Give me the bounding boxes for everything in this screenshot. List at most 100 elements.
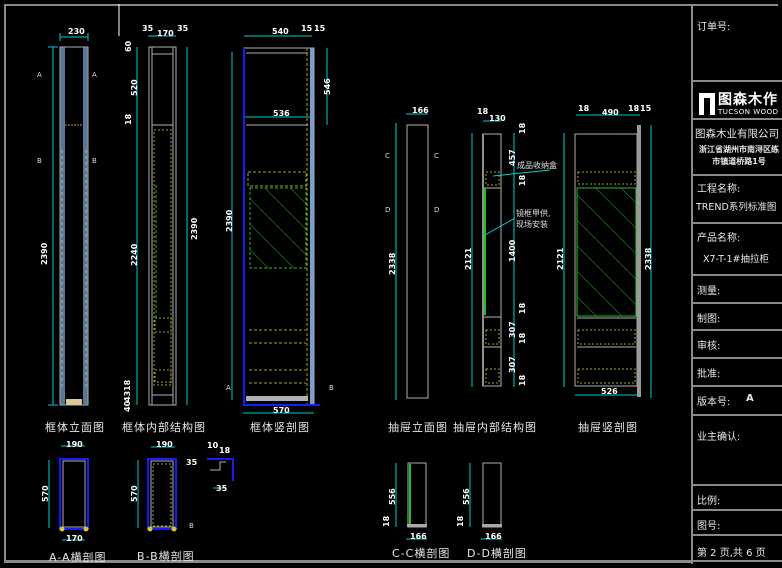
company-logo: 图森木作 TUCSON WOOD [699, 92, 779, 116]
company-name: 图森木业有限公司 [695, 128, 779, 140]
dim-bb-detail-35a: 35 [186, 458, 198, 467]
drawing-no-cell[interactable]: 图号: [693, 511, 782, 536]
caption-section-cc: C-C横剖图 [392, 547, 451, 560]
caption-section-bb: B-B横剖图 [137, 550, 195, 563]
dim-frame-int-18b: 18 [123, 379, 132, 391]
drawer-elevation-view [395, 113, 429, 400]
note-storage-box: 成品收纳盒 [517, 161, 557, 170]
scale-cell[interactable]: 比例: [693, 486, 782, 511]
frame-elevation-view [48, 33, 89, 406]
dim-drawer-int-s6: 18 [518, 332, 527, 344]
section-cc-view [395, 462, 427, 540]
drawer-internal-view [471, 120, 551, 387]
section-mark-b-left: B [37, 157, 42, 165]
section-mark-b-frame-sec: B [329, 384, 334, 392]
product-name-value: X7-T-1#抽拉柜 [703, 254, 769, 265]
dim-aa-top: 190 [66, 440, 83, 449]
dim-drawer-int-s7: 307 [508, 356, 517, 373]
dim-drawer-sec-18a: 18 [578, 104, 590, 113]
logo-text-en: TUCSON WOOD [718, 108, 779, 116]
caption-drawer-section: 抽屉竖剖图 [578, 421, 638, 434]
caption-frame-internal: 框体内部结构图 [122, 421, 206, 434]
dim-frame-sec-bottom: 570 [273, 406, 290, 415]
owner-confirm-label: 业主确认: [697, 432, 741, 443]
dim-drawer-sec-bottom: 526 [601, 387, 618, 396]
dim-frame-int-2240: 2240 [130, 243, 139, 266]
company-cell: 图森木业有限公司 浙江省湖州市南浔区练市镇道桥路1号 [693, 120, 782, 176]
dim-frame-int-height: 2390 [190, 217, 199, 240]
dim-drawer-sec-15: 15 [640, 104, 652, 113]
section-dd-view [469, 462, 502, 540]
dim-drawer-int-s1: 457 [508, 149, 517, 166]
caption-drawer-elevation: 抽屉立面图 [388, 421, 448, 434]
dim-drawer-int-s4: 18 [518, 302, 527, 314]
caption-section-aa: A-A横剖图 [49, 551, 107, 564]
dim-drawer-sec-18b: 18 [628, 104, 640, 113]
survey-label: 测量: [697, 286, 721, 297]
section-bb-view [137, 446, 234, 532]
product-cell: 产品名称: X7-T-1#抽拉柜 [693, 224, 782, 276]
dim-drawer-int-s3: 1400 [508, 239, 517, 262]
frame-section-view [231, 35, 328, 414]
dim-drawer-int-s8: 18 [518, 374, 527, 386]
dim-drawer-int-s5: 307 [508, 321, 517, 338]
dim-bb-top: 190 [156, 440, 173, 449]
dim-frame-int-60: 60 [124, 40, 133, 52]
dim-aa-height: 570 [41, 485, 50, 502]
section-mark-c-left: C [385, 152, 390, 160]
dim-drawer-elev-width: 166 [412, 106, 429, 115]
section-mark-c-right: C [434, 152, 439, 160]
page-info: 第 2 页,共 6 页 [697, 548, 766, 559]
section-mark-d-left: D [385, 206, 391, 214]
review-cell[interactable]: 审核: [693, 331, 782, 359]
dim-bb-detail-18: 18 [219, 446, 231, 455]
dim-frame-int-18: 18 [124, 113, 133, 125]
dim-frame-int-left: 35 [142, 24, 154, 33]
project-name-value: TREND系列标准图 [696, 202, 777, 213]
dim-cc-bottom: 18 [382, 515, 391, 527]
version-value: A [746, 393, 754, 404]
dim-frame-int-40: 40 [123, 400, 132, 412]
product-name-label: 产品名称: [697, 233, 741, 244]
dim-frame-sec-546: 546 [323, 78, 332, 95]
project-cell: 工程名称: TREND系列标准图 [693, 176, 782, 224]
frame-internal-view [136, 35, 188, 406]
dim-frame-sec-inner: 536 [273, 109, 290, 118]
section-mark-b-right: B [92, 157, 97, 165]
dim-frame-sec-15a: 15 [301, 24, 313, 33]
approve-cell[interactable]: 批准: [693, 359, 782, 387]
survey-cell[interactable]: 测量: [693, 276, 782, 304]
draw-label: 制图: [697, 314, 721, 325]
approve-label: 批准: [697, 369, 721, 380]
dim-frame-elev-width: 230 [68, 27, 85, 36]
dim-drawer-elev-height: 2338 [388, 252, 397, 275]
order-no-cell[interactable]: 订单号: [693, 4, 782, 82]
project-name-label: 工程名称: [697, 184, 741, 195]
draw-cell[interactable]: 制图: [693, 304, 782, 331]
section-mark-a-left: A [37, 71, 42, 79]
dim-dd-bottom: 18 [456, 515, 465, 527]
owner-confirm-cell[interactable]: 业主确认: [693, 416, 782, 486]
version-cell[interactable]: 版本号: A [693, 387, 782, 416]
logo-cell: 图森木作 TUCSON WOOD [693, 82, 782, 120]
dim-drawer-int-height: 2121 [464, 247, 473, 270]
dim-cc-height: 556 [388, 488, 397, 505]
dim-drawer-int-s2: 18 [518, 174, 527, 186]
dim-drawer-sec-height-left: 2121 [556, 247, 565, 270]
logo-icon [699, 93, 715, 115]
dim-frame-int-right: 35 [177, 24, 189, 33]
dim-drawer-int-18: 18 [477, 107, 489, 116]
drawing-no-label: 图号: [697, 521, 721, 532]
dim-frame-sec-height: 2390 [225, 209, 234, 232]
dim-frame-int-mid: 170 [157, 29, 174, 38]
dim-cc-width: 166 [410, 532, 427, 541]
dim-dd-width: 166 [485, 532, 502, 541]
dim-dd-height: 556 [462, 488, 471, 505]
drawer-section-view [563, 114, 652, 398]
dim-bb-height: 570 [130, 485, 139, 502]
dim-aa-bottom: 170 [66, 534, 83, 543]
section-mark-bb-detail: B [189, 522, 194, 530]
company-address: 浙江省湖州市南浔区练市镇道桥路1号 [699, 145, 779, 166]
version-label: 版本号: [697, 397, 731, 408]
